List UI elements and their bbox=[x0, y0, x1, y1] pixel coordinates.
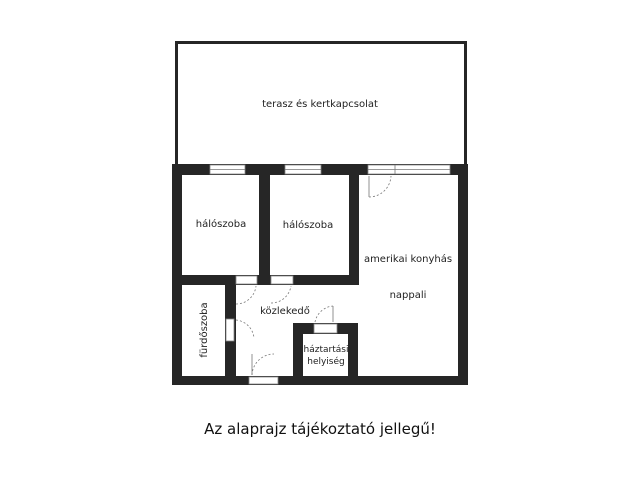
wall-utility-right bbox=[348, 323, 358, 376]
wall-between-bedrooms bbox=[259, 175, 270, 285]
disclaimer-note: Az alaprajz tájékoztató jellegű! bbox=[204, 420, 436, 438]
doors bbox=[225, 175, 392, 385]
room-label-bathroom: fürdőszoba bbox=[198, 302, 210, 357]
room-label-living-line2: nappali bbox=[390, 290, 427, 301]
outer-wall-bottom bbox=[172, 376, 468, 385]
outer-wall-left bbox=[172, 164, 182, 385]
room-label-utility-line1: háztartási bbox=[304, 345, 349, 355]
room-label-hallway: közlekedő bbox=[260, 305, 310, 317]
wall-below-bedrooms bbox=[182, 275, 359, 285]
room-label-bedroom2: hálószoba bbox=[283, 219, 333, 231]
wall-utility-left bbox=[293, 323, 303, 376]
room-label-living-line1: amerikai konyhás bbox=[364, 253, 452, 265]
room-label-terrace: terasz és kertkapcsolat bbox=[262, 98, 378, 110]
windows bbox=[209, 164, 451, 175]
room-label-bedroom1: hálószoba bbox=[196, 218, 246, 230]
room-label-utility-line2: helyiség bbox=[307, 356, 345, 367]
outer-wall-right bbox=[458, 164, 468, 385]
wall-bedroom2-living bbox=[349, 175, 359, 285]
